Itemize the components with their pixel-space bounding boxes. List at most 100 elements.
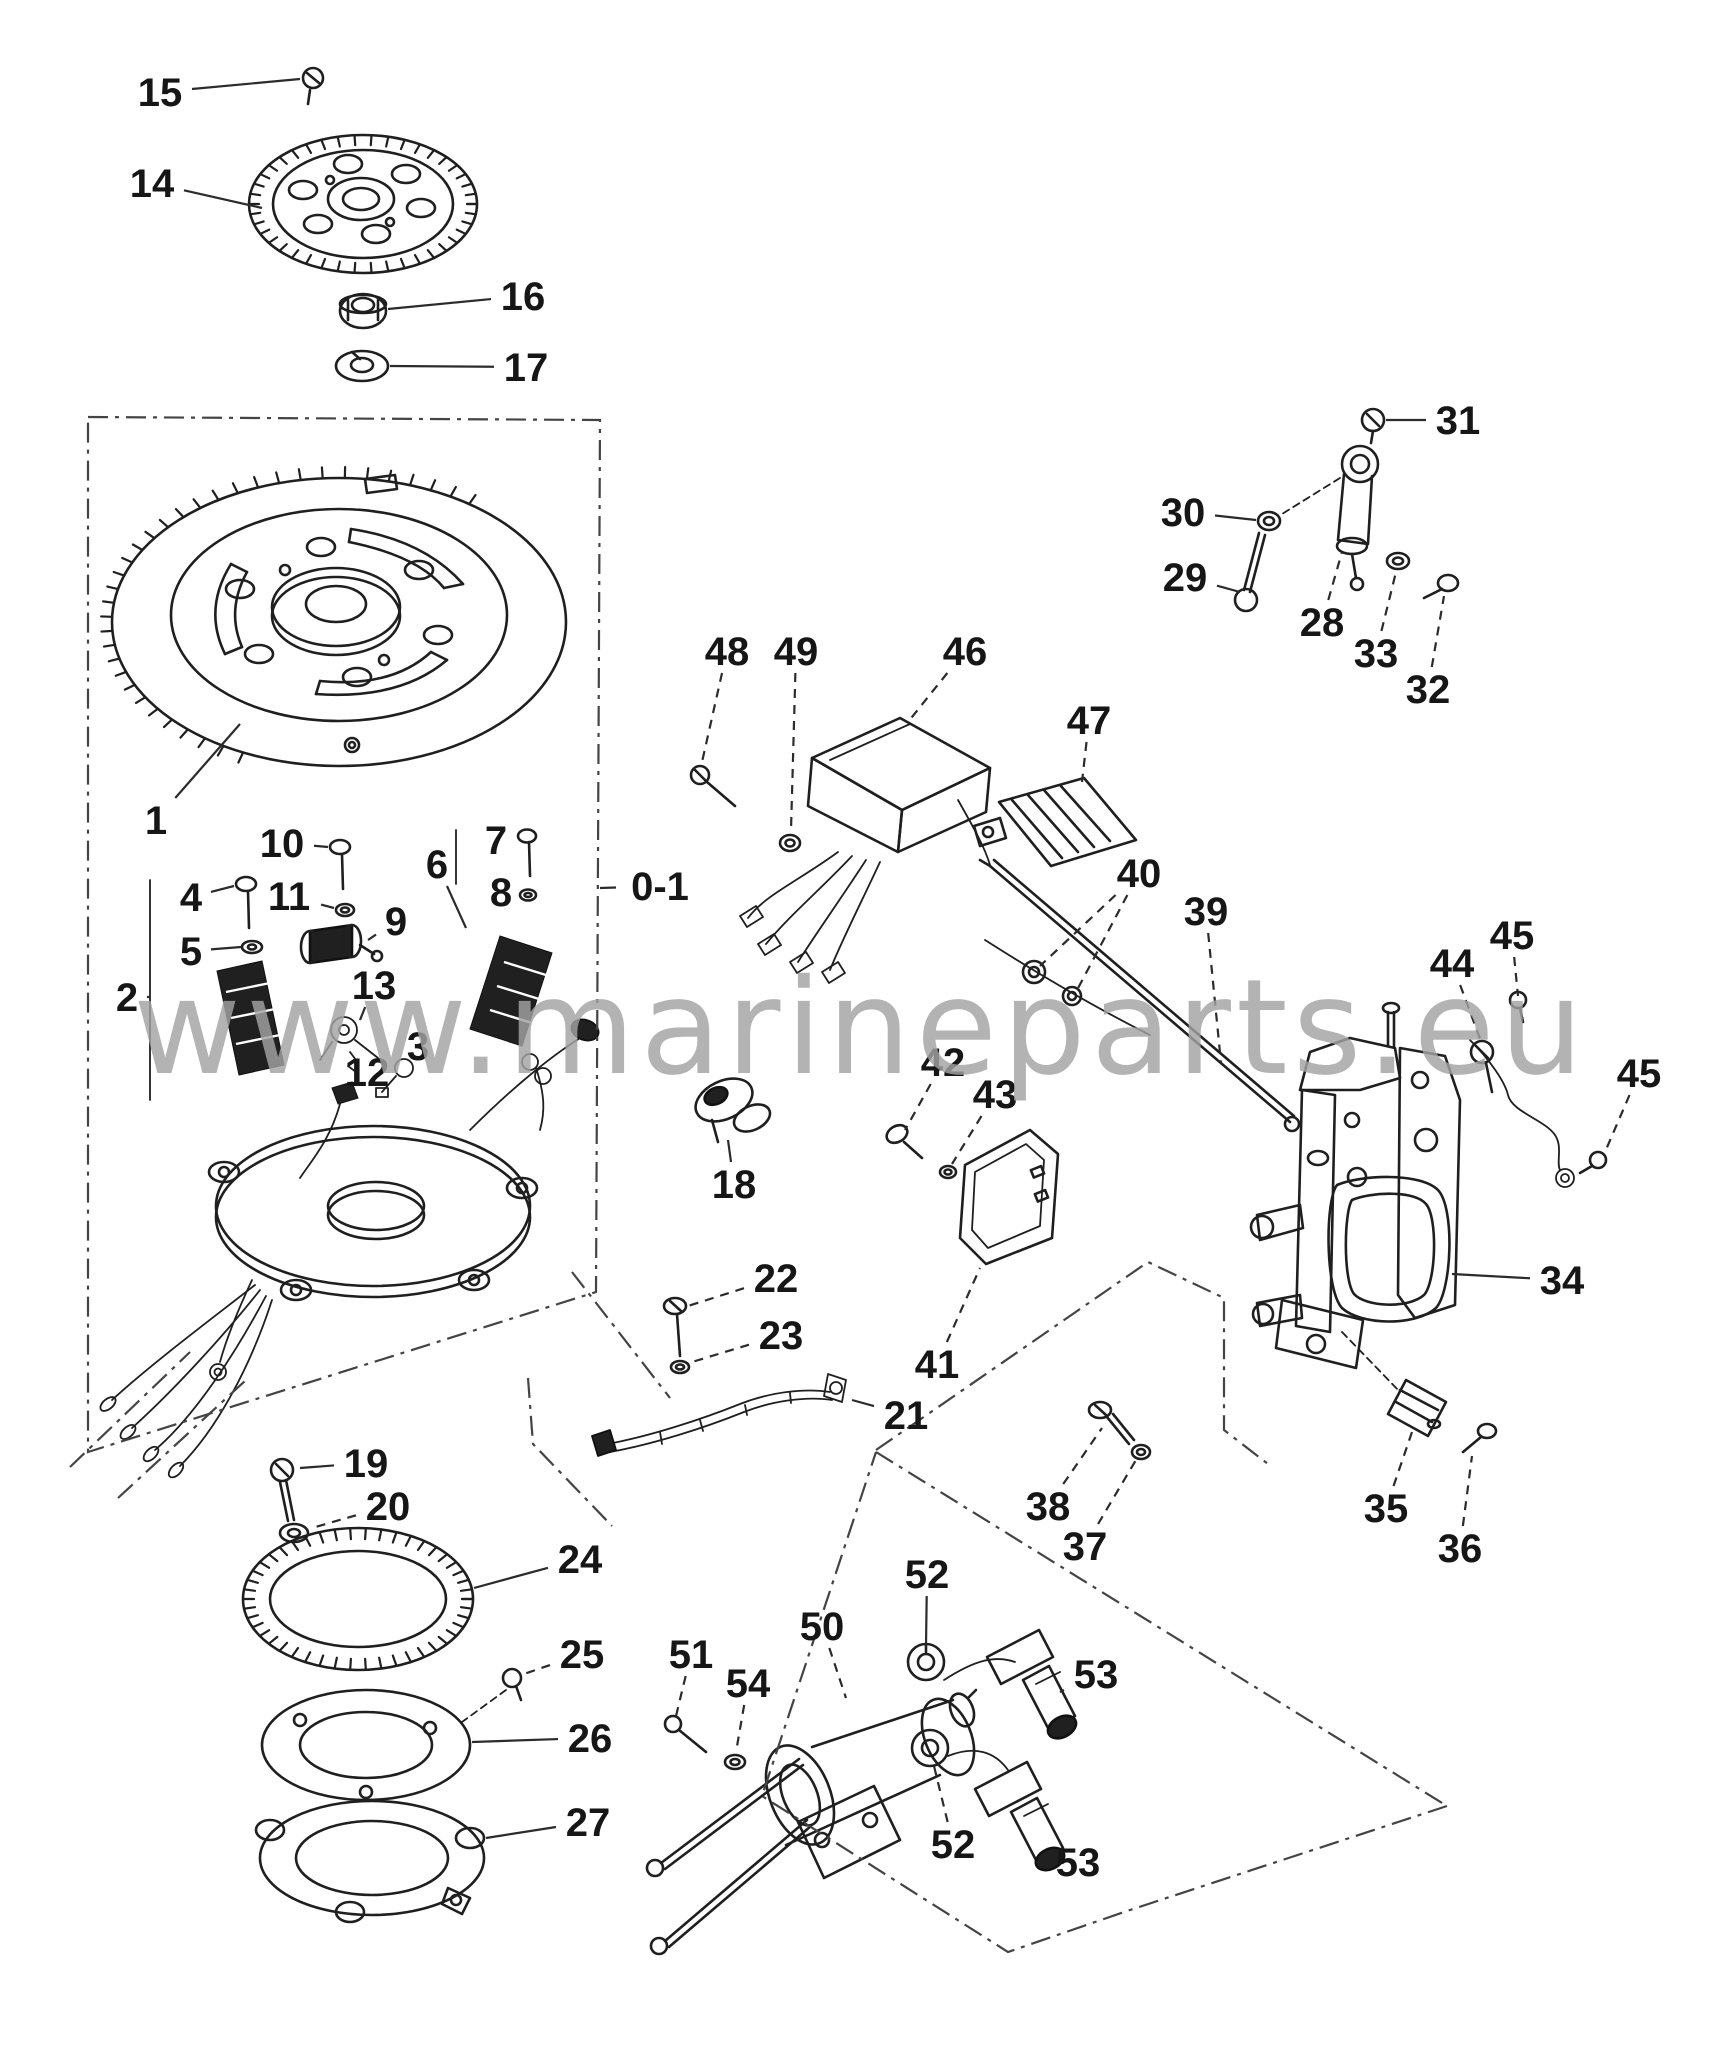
gear-tooth (267, 1635, 279, 1645)
part-1-flywheel (100, 465, 568, 768)
gear-tooth (102, 643, 116, 648)
part-42-screw (885, 1123, 924, 1160)
ht-lead-lower (947, 1749, 1009, 1771)
gear-tooth (100, 629, 114, 633)
callout-27: 27 (566, 1801, 611, 1845)
part-53-plug-cap-lower (973, 1760, 1066, 1872)
leader-54 (734, 1704, 746, 1753)
callout-52: 52 (905, 1553, 950, 1597)
gear-tooth (438, 155, 448, 165)
gear-tooth (404, 1534, 413, 1547)
leader-50 (828, 1647, 848, 1699)
callout-26: 26 (568, 1717, 613, 1761)
gear-tooth (246, 1614, 259, 1620)
part-6-lighting-coil (469, 935, 553, 1131)
gear-tooth (258, 1629, 271, 1637)
callout-15: 15 (138, 71, 183, 115)
gear-tooth (251, 1569, 264, 1577)
gear-tooth (438, 243, 448, 253)
leader-33 (1380, 571, 1398, 632)
leader-42 (904, 1083, 932, 1131)
gear-tooth (459, 1588, 474, 1592)
gear-tooth (147, 707, 159, 717)
callout-37: 37 (1063, 1525, 1108, 1569)
gear-tooth (455, 172, 467, 180)
part-52-grommet-lower (910, 1728, 950, 1768)
callout-23: 23 (759, 1314, 804, 1358)
gear-tooth (416, 1646, 426, 1659)
leader-34 (1451, 1272, 1531, 1280)
callout-40: 40 (1117, 852, 1162, 896)
part-53-plug-cap-upper (985, 1628, 1078, 1740)
gear-tooth (399, 138, 406, 151)
gear-tooth (391, 1654, 398, 1668)
leader-30 (1214, 514, 1257, 522)
leader-1 (174, 723, 241, 799)
leader-44 (1459, 984, 1484, 1045)
gear-tooth (426, 148, 436, 159)
callout-53: 53 (1056, 1841, 1101, 1885)
callout-45: 45 (1617, 1052, 1662, 1096)
callout-51: 51 (669, 1633, 714, 1677)
gear-tooth (278, 243, 288, 253)
part-21-breaker-lead (591, 1373, 847, 1457)
leader-37 (1097, 1459, 1137, 1525)
gear-tooth (461, 220, 474, 226)
leader-48 (700, 672, 724, 763)
gear-tooth (144, 530, 156, 540)
gear-tooth (413, 143, 422, 155)
gear-tooth (249, 192, 262, 197)
callout-49: 49 (774, 630, 819, 674)
gear-tooth (468, 493, 477, 506)
gear-tooth (123, 683, 136, 691)
callout-7: 7 (485, 819, 507, 863)
gear-tooth (267, 236, 279, 244)
callout-42: 42 (921, 1041, 966, 1085)
part-41-rectifier (958, 1128, 1060, 1266)
leader-6 (445, 885, 468, 929)
part-45-screw-upper (1508, 990, 1528, 1024)
gear-tooth (231, 482, 239, 495)
callout-9: 9 (385, 900, 407, 944)
gear-tooth (290, 1539, 300, 1552)
gear-tooth (197, 737, 207, 749)
gear-tooth (318, 1530, 325, 1544)
leader-11 (320, 903, 335, 910)
gear-tooth (457, 1578, 470, 1584)
gear-tooth (437, 1553, 449, 1563)
part-32-screw (1422, 573, 1460, 600)
callout-31: 31 (1436, 399, 1481, 443)
part-4-bolt (234, 875, 258, 930)
gear-tooth (253, 476, 260, 489)
part-27-retainer-ring (254, 1799, 486, 1924)
callout-52: 52 (931, 1823, 976, 1867)
part-49-washer (778, 833, 802, 853)
boundary-flywheel-group-box (86, 415, 602, 1454)
callout-11: 11 (268, 875, 310, 919)
part-50-ignition-coil (764, 1688, 978, 1880)
gear-tooth (447, 236, 459, 244)
boundary-stray-dash-2 (117, 1379, 247, 1499)
callout-8: 8 (490, 871, 512, 915)
leader-40 (1075, 894, 1129, 993)
part-13-contact-breaker (319, 1016, 379, 1073)
ground-wire (1469, 1039, 1575, 1188)
part-48-bolt (689, 764, 737, 808)
callout-36: 36 (1438, 1527, 1483, 1571)
leader-45 (1603, 1094, 1631, 1153)
gear-tooth (134, 696, 147, 705)
callout-25: 25 (560, 1633, 605, 1677)
part-19-screw (269, 1457, 296, 1523)
leader-32 (1430, 595, 1446, 668)
gear-tooth (464, 192, 477, 197)
gear-tooth (267, 1553, 279, 1563)
part-18-grommet (694, 1077, 772, 1144)
gear-tooth (427, 1546, 438, 1557)
gear-tooth (242, 1606, 257, 1610)
leader-15 (191, 77, 301, 91)
callout-3: 3 (407, 1025, 429, 1069)
part-7-bolt (455, 828, 538, 885)
part-51-bolt (663, 1714, 708, 1754)
gear-tooth (252, 220, 265, 226)
